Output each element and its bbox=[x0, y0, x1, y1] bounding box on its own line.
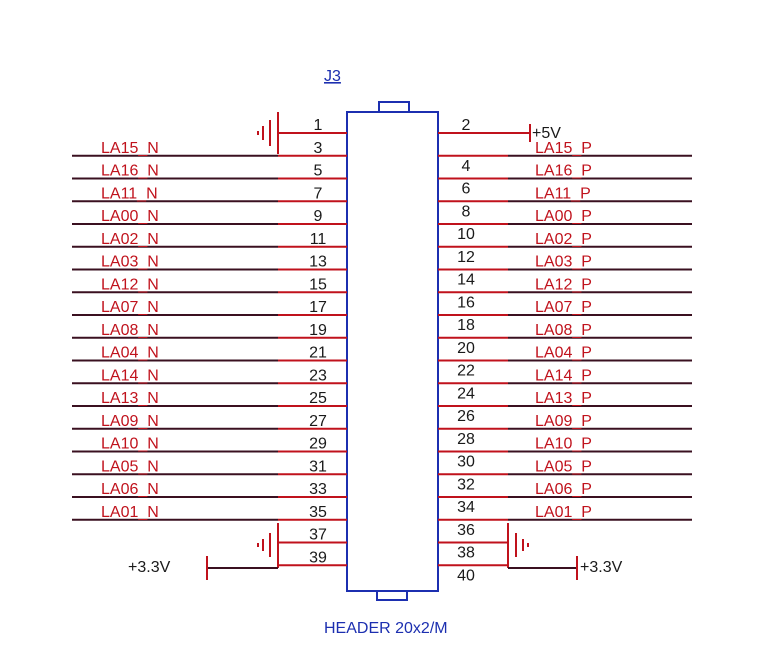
pin-number-left: 21 bbox=[309, 345, 327, 362]
ground-icon bbox=[257, 523, 279, 568]
pin-number-right: 24 bbox=[457, 385, 475, 402]
power-flag-icon bbox=[206, 556, 278, 580]
pin-number-left: 27 bbox=[309, 413, 327, 430]
net-label-left: LA14_N bbox=[101, 367, 159, 384]
pin-number-right: 30 bbox=[457, 454, 475, 471]
pin-number-left: 33 bbox=[309, 481, 327, 498]
net-label-left: LA00_N bbox=[101, 208, 159, 225]
net-label-right: LA06_P bbox=[535, 481, 592, 498]
net-label-left: LA06_N bbox=[101, 481, 159, 498]
net-label-left: LA10_N bbox=[101, 436, 159, 453]
net-label-right: LA00_P bbox=[535, 208, 592, 225]
refdes-label: J3 bbox=[324, 68, 341, 85]
pin-number-left: 29 bbox=[309, 436, 327, 453]
pin-number-left: 35 bbox=[309, 504, 327, 521]
net-label-right: LA15_P bbox=[535, 140, 592, 157]
net-label-right: LA07_P bbox=[535, 299, 592, 316]
pin-number-left: 39 bbox=[309, 549, 327, 566]
pin-number-right: 2 bbox=[462, 117, 471, 134]
power-label-5v: +5V bbox=[532, 125, 561, 142]
pin-number-right: 16 bbox=[457, 294, 475, 311]
net-label-left: LA15_N bbox=[101, 140, 159, 157]
ground-icon bbox=[507, 523, 529, 568]
net-label-left: LA05_N bbox=[101, 458, 159, 475]
pin-number-right: 22 bbox=[457, 363, 475, 380]
pin-number-right: 8 bbox=[462, 203, 471, 220]
net-label-right: LA14_P bbox=[535, 367, 592, 384]
pin-number-left: 25 bbox=[309, 390, 327, 407]
net-label-right: LA01_P bbox=[535, 504, 592, 521]
net-label-right: LA10_P bbox=[535, 436, 592, 453]
net-label-right: LA11_P bbox=[535, 185, 591, 202]
pin-number-left: 9 bbox=[314, 208, 323, 225]
pin-number-left: 1 bbox=[314, 117, 323, 134]
top-key-tab bbox=[378, 101, 410, 113]
pin-number-right: 36 bbox=[457, 522, 475, 539]
net-label-left: LA11_N bbox=[101, 185, 158, 202]
net-label-left: LA09_N bbox=[101, 413, 159, 430]
net-label-right: LA03_P bbox=[535, 254, 592, 271]
pin-number-left: 31 bbox=[309, 458, 327, 475]
net-label-left: LA02_N bbox=[101, 231, 159, 248]
pin-number-left: 5 bbox=[314, 163, 323, 180]
pin-number-right: 10 bbox=[457, 226, 475, 243]
power-label-3v3-left: +3.3V bbox=[128, 559, 171, 576]
pin-number-right: 26 bbox=[457, 408, 475, 425]
pin-number-left: 3 bbox=[314, 140, 323, 157]
net-label-right: LA12_P bbox=[535, 276, 592, 293]
net-label-right: LA02_P bbox=[535, 231, 592, 248]
power-flag-icon bbox=[438, 124, 531, 142]
net-label-left: LA12_N bbox=[101, 276, 159, 293]
bottom-key-tab bbox=[376, 590, 408, 601]
connector-body bbox=[346, 101, 439, 601]
net-group: LA15_N LA16_N LA11_N LA00_N LA02_N LA03_N LA12… bbox=[72, 140, 692, 521]
net-label-left: LA01_N bbox=[101, 504, 159, 521]
pin-number-right: 6 bbox=[462, 181, 471, 198]
pin-number-right: 38 bbox=[457, 545, 475, 562]
pin-number-right: 34 bbox=[457, 499, 475, 516]
net-label-left: LA08_N bbox=[101, 322, 159, 339]
net-label-right: LA05_P bbox=[535, 458, 592, 475]
ground-icon bbox=[257, 112, 347, 154]
pin-number-right: 28 bbox=[457, 431, 475, 448]
pin-number-left: 11 bbox=[310, 231, 327, 248]
net-label-left: LA03_N bbox=[101, 254, 159, 271]
pin-number-right: 4 bbox=[462, 158, 471, 175]
pin-number-left: 19 bbox=[309, 322, 327, 339]
net-label-left: LA04_N bbox=[101, 345, 159, 362]
pin-number-right: 12 bbox=[457, 249, 475, 266]
power-label-3v3-right: +3.3V bbox=[580, 559, 623, 576]
pin-number-left: 7 bbox=[314, 185, 323, 202]
net-label-right: LA16_P bbox=[535, 163, 592, 180]
net-label-right: LA13_P bbox=[535, 390, 592, 407]
pin-number-right: 32 bbox=[457, 476, 475, 493]
pin-number-right: 40 bbox=[457, 567, 475, 584]
pin-number-right: 14 bbox=[457, 272, 475, 289]
pin-number-left: 15 bbox=[309, 276, 327, 293]
net-label-right: LA09_P bbox=[535, 413, 592, 430]
net-label-left: LA16_N bbox=[101, 163, 159, 180]
pin-number-left: 37 bbox=[309, 527, 327, 544]
pin-number-right: 18 bbox=[457, 317, 475, 334]
net-label-left: LA13_N bbox=[101, 390, 159, 407]
net-label-right: LA08_P bbox=[535, 322, 592, 339]
net-label-left: LA07_N bbox=[101, 299, 159, 316]
pin-number-left: 17 bbox=[309, 299, 327, 316]
pin-group: 1357911131517192123252729313335373924681… bbox=[278, 117, 508, 584]
power-flag-icon bbox=[508, 556, 578, 580]
pin-number-left: 23 bbox=[309, 367, 327, 384]
pin-number-left: 13 bbox=[309, 254, 327, 271]
net-label-right: LA04_P bbox=[535, 345, 592, 362]
pin-number-right: 20 bbox=[457, 340, 475, 357]
part-value-label: HEADER 20x2/M bbox=[324, 620, 448, 637]
